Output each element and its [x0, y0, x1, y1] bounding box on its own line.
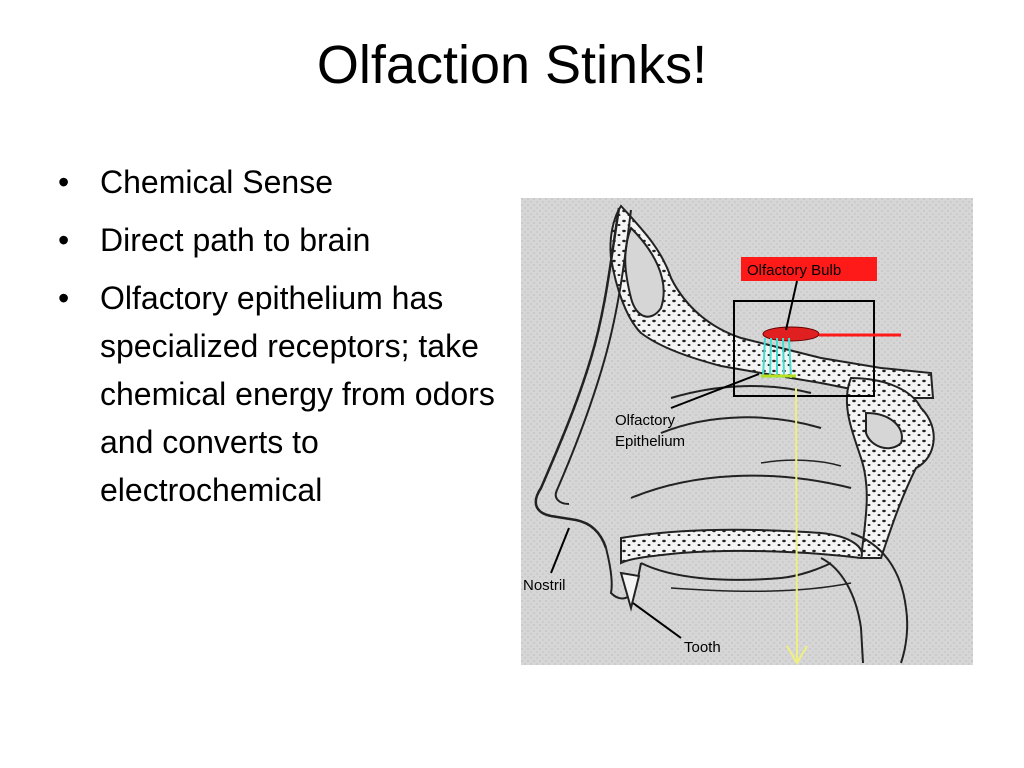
- bullet-item: • Olfactory epithelium has specialized re…: [56, 274, 496, 514]
- bullet-dot-icon: •: [58, 222, 70, 258]
- nasal-anatomy-diagram: Olfactory Bulb Olfactory Epithelium Nost…: [521, 198, 973, 665]
- hard-palate: [620, 528, 863, 565]
- inferior-concha: [630, 474, 852, 499]
- tooth-pointer: [632, 602, 682, 639]
- sphenoid-sinus: [865, 411, 903, 450]
- bullet-item: • Chemical Sense: [56, 158, 496, 206]
- frontal-sinus: [624, 226, 665, 318]
- receptor-cells: [761, 337, 796, 379]
- bullet-text: Olfactory epithelium has specialized rec…: [100, 280, 495, 508]
- bullet-text: Direct path to brain: [100, 222, 371, 258]
- nostril-label: Nostril: [523, 577, 566, 594]
- middle-concha: [660, 416, 822, 434]
- olfactory-bulb-label: Olfactory Bulb: [747, 262, 841, 279]
- pharynx-wall: [850, 532, 909, 664]
- nose-inner-profile: [554, 209, 632, 505]
- bullet-dot-icon: •: [58, 164, 70, 200]
- slide-title: Olfaction Stinks!: [316, 35, 708, 95]
- nasal-anatomy-figure: Olfactory Bulb Olfactory Epithelium Nost…: [521, 198, 973, 665]
- superior-concha: [670, 385, 812, 399]
- epithelium-label-line2: Epithelium: [615, 433, 685, 450]
- meatus-line: [760, 459, 842, 467]
- arrow-head-icon: [786, 645, 808, 665]
- inset-box: [733, 300, 875, 397]
- epithelium-label-line1: Olfactory: [615, 412, 676, 429]
- air-flow-arrow: [795, 387, 798, 662]
- bullet-dot-icon: •: [58, 280, 70, 316]
- nose-profile: [534, 207, 621, 549]
- epithelium-pointer: [670, 373, 760, 409]
- bullet-text: Chemical Sense: [100, 164, 333, 200]
- tongue-line: [670, 582, 852, 593]
- bullet-list: • Chemical Sense • Direct path to brain • O…: [56, 158, 496, 524]
- soft-palate: [820, 557, 864, 664]
- bulb-pointer: [785, 280, 798, 331]
- bullet-item: • Direct path to brain: [56, 216, 496, 264]
- nostril-pointer: [550, 527, 570, 574]
- tooth-shape: [619, 571, 641, 612]
- olfactory-bulb-label-bg: [741, 257, 877, 281]
- tooth-label: Tooth: [684, 639, 721, 656]
- oral-cavity-line: [640, 562, 832, 581]
